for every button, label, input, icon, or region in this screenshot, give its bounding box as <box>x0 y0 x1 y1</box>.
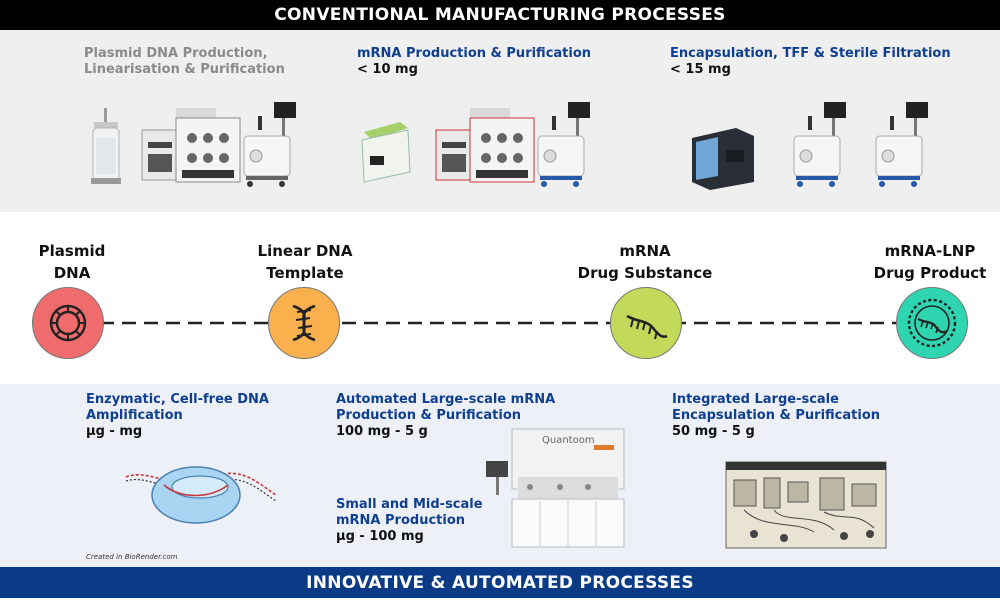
plasmid-ring-icon <box>49 304 87 342</box>
biorender-credit: Created in BioRender.com <box>86 553 178 561</box>
node-label-line: DNA <box>53 264 91 282</box>
mrna-production-amount: < 10 mg <box>357 62 418 77</box>
enzymatic-title-1: Enzymatic, Cell-free DNA <box>86 392 269 407</box>
plasmid-production-heading: Plasmid DNA Production, Linearisation & … <box>84 46 285 78</box>
integrated-amount: 50 mg - 5 g <box>672 424 755 439</box>
plasmid-production-title-1: Plasmid DNA Production, <box>84 46 268 61</box>
node-label-line: Linear DNA <box>257 242 353 260</box>
mrna-lnp-node <box>896 287 968 359</box>
workflow-dashed-line <box>100 321 900 325</box>
integrated-title-1: Integrated Large-scale <box>672 392 839 407</box>
node-label-line: mRNA-LNP <box>884 242 976 260</box>
automated-amount: 100 mg - 5 g <box>336 424 428 439</box>
node-label-linear-dna: Linear DNA Template <box>240 240 370 284</box>
microfluidic-mixer-icon <box>692 128 754 190</box>
node-label-line: Drug Product <box>873 264 987 282</box>
quantoom-machine-illustration <box>486 428 625 548</box>
automated-mrna-heading: Automated Large-scale mRNA Production & … <box>336 392 555 440</box>
bottom-banner-text: INNOVATIVE & AUTOMATED PROCESSES <box>306 572 694 593</box>
plasmid-dna-node <box>32 287 104 359</box>
linear-dna-node <box>268 287 340 359</box>
automated-title-1: Automated Large-scale mRNA <box>336 392 556 407</box>
enzymatic-title-2: Amplification <box>86 408 183 423</box>
dna-helix-icon <box>292 304 316 342</box>
small-mid-scale-heading: Small and Mid-scale mRNA Production µg -… <box>336 497 483 545</box>
plasmid-production-title-2: Linearisation & Purification <box>84 62 285 77</box>
node-label-plasmid: Plasmid DNA <box>10 240 134 284</box>
encapsulation-amount: < 15 mg <box>670 62 731 77</box>
top-banner-text: CONVENTIONAL MANUFACTURING PROCESSES <box>274 5 726 25</box>
integrated-heading: Integrated Large-scale Encapsulation & P… <box>672 392 880 440</box>
mrna-strand-icon <box>626 314 668 340</box>
tff-cart-icon <box>537 102 590 187</box>
enzymatic-heading: Enzymatic, Cell-free DNA Amplification µ… <box>86 392 269 440</box>
enzymatic-amount: µg - mg <box>86 424 143 439</box>
smallmid-amount: µg - 100 mg <box>336 529 424 544</box>
encapsulation-title: Encapsulation, TFF & Sterile Filtration <box>670 46 951 61</box>
integrated-encapsulation-system-illustration <box>725 461 887 549</box>
node-label-mrna: mRNA Drug Substance <box>570 240 720 284</box>
smallmid-title-1: Small and Mid-scale <box>336 497 483 512</box>
automated-title-2: Production & Purification <box>336 408 522 423</box>
quantoom-logo: Quantoom <box>542 435 595 446</box>
chromatography-system-red-icon <box>435 108 535 183</box>
node-label-mrna-lnp: mRNA-LNP Drug Product <box>860 240 1000 284</box>
node-label-line: Plasmid <box>38 242 106 260</box>
mrna-node <box>610 287 682 359</box>
top-banner: CONVENTIONAL MANUFACTURING PROCESSES <box>0 0 1000 30</box>
pcr-machine-icon <box>361 122 411 183</box>
encapsulation-heading: Encapsulation, TFF & Sterile Filtration … <box>670 46 951 78</box>
tff-cart-icon <box>243 102 296 187</box>
smallmid-title-2: mRNA Production <box>336 513 466 528</box>
integrated-title-2: Encapsulation & Purification <box>672 408 881 423</box>
node-label-line: Drug Substance <box>577 264 713 282</box>
lnp-particle-icon <box>907 298 957 348</box>
conventional-equipment-illustrations <box>91 102 928 190</box>
tff-cart-icon <box>875 102 928 187</box>
chromatography-system-icon <box>141 108 241 183</box>
bottom-banner: INNOVATIVE & AUTOMATED PROCESSES <box>0 567 1000 598</box>
polymerase-enzyme-illustration <box>125 466 277 524</box>
node-label-line: mRNA <box>619 242 671 260</box>
bioreactor-icon <box>91 108 121 184</box>
mrna-production-title: mRNA Production & Purification <box>357 46 592 61</box>
tff-cart-icon <box>793 102 846 187</box>
mrna-production-heading: mRNA Production & Purification < 10 mg <box>357 46 591 78</box>
node-label-line: Template <box>266 264 344 282</box>
